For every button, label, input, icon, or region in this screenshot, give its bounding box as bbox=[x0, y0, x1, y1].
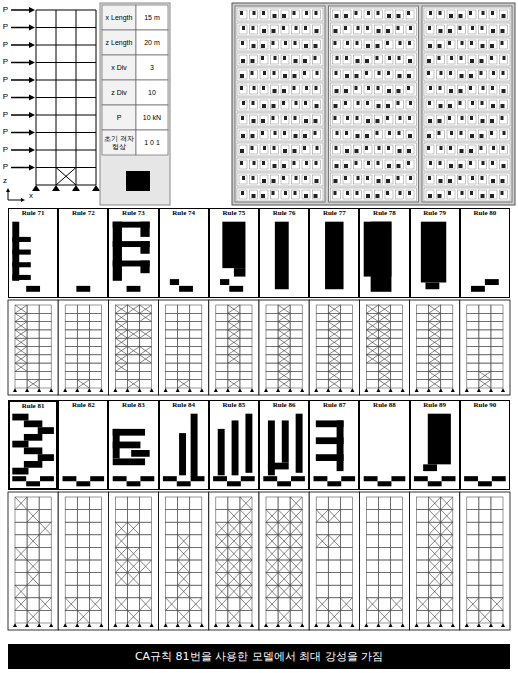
rule-panel: Rule 90 bbox=[460, 400, 510, 490]
rule-panel: Rule 74 bbox=[159, 208, 209, 298]
table-cell: P bbox=[103, 106, 135, 129]
frame-drawing bbox=[6, 7, 100, 202]
rule-heading: Rule 90 bbox=[473, 402, 498, 410]
thumbnail-grid bbox=[232, 3, 515, 205]
rule-heading: Rule 73 bbox=[121, 210, 146, 218]
rule-panel: Rule 72 bbox=[58, 208, 108, 298]
rule-panel: Rule 87 bbox=[309, 400, 359, 490]
load-label: P bbox=[1, 23, 10, 33]
table-cell: 10 bbox=[137, 81, 167, 104]
table-cell: 1 0 1 bbox=[137, 131, 167, 154]
load-label: P bbox=[1, 75, 10, 85]
rule-heading: Rule 78 bbox=[372, 210, 397, 218]
rule-heading: Rule 86 bbox=[272, 402, 297, 410]
table-cell: 20 m bbox=[137, 31, 167, 54]
load-label: P bbox=[1, 110, 10, 120]
table-cell: 15 m bbox=[137, 6, 167, 29]
rule-panel: Rule 79 bbox=[410, 208, 460, 298]
axis-label: x bbox=[27, 191, 35, 201]
rule-heading: Rule 89 bbox=[422, 402, 447, 410]
rule-heading: Rule 76 bbox=[272, 210, 297, 218]
rule-heading: Rule 74 bbox=[171, 210, 196, 218]
rule-heading: Rule 75 bbox=[222, 210, 247, 218]
rule-heading: Rule 84 bbox=[171, 402, 196, 410]
rule-heading: Rule 71 bbox=[21, 210, 46, 218]
load-label: P bbox=[1, 58, 10, 68]
rule-panel: Rule 89 bbox=[410, 400, 460, 490]
table-cell: 초기 격자형상 bbox=[103, 131, 135, 154]
rule-heading: Rule 87 bbox=[322, 402, 347, 410]
axis-label: z bbox=[1, 176, 9, 186]
rule-panel: Rule 85 bbox=[209, 400, 259, 490]
rule-panel: Rule 75 bbox=[209, 208, 259, 298]
rule-heading: Rule 77 bbox=[322, 210, 347, 218]
rule-heading: Rule 83 bbox=[121, 402, 146, 410]
load-label: P bbox=[1, 145, 10, 155]
rule-heading: Rule 72 bbox=[71, 210, 96, 218]
rule-heading: Rule 82 bbox=[71, 402, 96, 410]
rule-panel: Rule 76 bbox=[259, 208, 309, 298]
load-label: P bbox=[1, 128, 10, 138]
parameter-table bbox=[100, 3, 170, 205]
rule-heading: Rule 81 bbox=[21, 403, 46, 411]
rule-panel: Rule 78 bbox=[359, 208, 409, 298]
rule-panel: Rule 81 bbox=[8, 400, 58, 490]
table-cell: 10 kN bbox=[137, 106, 167, 129]
caption-bar: CA규칙 81번을 사용한 모델에서 최대 강성을 가짐 bbox=[8, 644, 510, 669]
rule-panel: Rule 71 bbox=[8, 208, 58, 298]
load-label: P bbox=[1, 163, 10, 173]
rule-panel: Rule 84 bbox=[159, 400, 209, 490]
table-cell: x Length bbox=[103, 6, 135, 29]
rule-heading: Rule 79 bbox=[422, 210, 447, 218]
table-cell: z Div bbox=[103, 81, 135, 104]
rule-panel: Rule 82 bbox=[58, 400, 108, 490]
rule-panel: Rule 83 bbox=[108, 400, 158, 490]
rule-panel: Rule 86 bbox=[259, 400, 309, 490]
rule-heading: Rule 80 bbox=[473, 210, 498, 218]
rule-panel: Rule 73 bbox=[108, 208, 158, 298]
rule-panel: Rule 80 bbox=[460, 208, 510, 298]
load-label: P bbox=[1, 5, 10, 15]
rule-heading: Rule 88 bbox=[372, 402, 397, 410]
rule-heading: Rule 85 bbox=[222, 402, 247, 410]
rule-panel: Rule 77 bbox=[309, 208, 359, 298]
rule-panel: Rule 88 bbox=[359, 400, 409, 490]
table-cell: 3 bbox=[137, 56, 167, 79]
table-cell: x Div bbox=[103, 56, 135, 79]
load-label: P bbox=[1, 93, 10, 103]
load-label: P bbox=[1, 40, 10, 50]
table-cell: z Length bbox=[103, 31, 135, 54]
